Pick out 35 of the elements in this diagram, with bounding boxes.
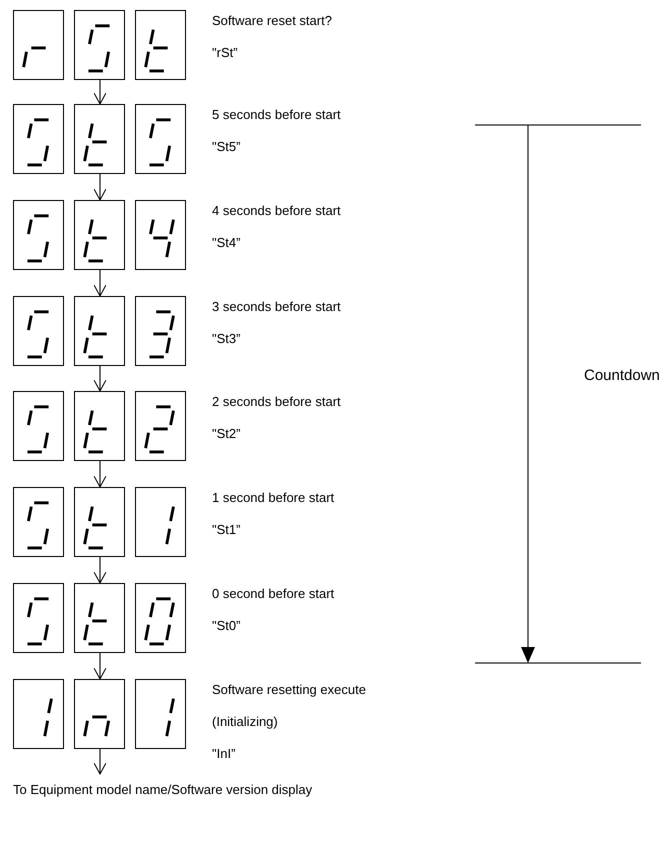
step-description: 4 seconds before start: [212, 203, 341, 218]
display-code: "St3”: [212, 331, 240, 346]
seven-segment-display: [13, 104, 187, 174]
step-description: 2 seconds before start: [212, 394, 341, 409]
arrow: [94, 460, 106, 488]
display-code: "St0”: [212, 618, 240, 633]
seven-segment-display: [13, 679, 187, 749]
step-description: 3 seconds before start: [212, 299, 341, 314]
seven-segment-display: [13, 296, 187, 366]
arrow: [94, 556, 106, 584]
step-description: (Initializing): [212, 714, 278, 729]
arrow: [94, 366, 106, 392]
step-description: 5 seconds before start: [212, 107, 341, 122]
destination-text: To Equipment model name/Software version display: [13, 781, 314, 799]
countdown-label: Countdown: [584, 367, 660, 385]
step-description: 0 second before start: [212, 586, 334, 601]
seven-segment-display: [13, 583, 187, 653]
seven-segment-display: [13, 10, 187, 80]
display-code: "St1”: [212, 522, 240, 537]
display-code: "InI”: [212, 746, 236, 761]
step-description: 1 second before start: [212, 490, 334, 505]
seven-segment-display: [13, 200, 187, 270]
arrow: [94, 174, 106, 200]
display-code: "rSt”: [212, 45, 238, 60]
step-description: Software resetting execute: [212, 682, 366, 697]
display-code: "St4”: [212, 235, 240, 250]
step-description: Software reset start?: [212, 13, 332, 28]
arrow: [94, 270, 106, 296]
display-code: "St2”: [212, 426, 240, 441]
arrow: [94, 652, 106, 680]
arrow: [94, 80, 106, 104]
seven-segment-display: [13, 487, 187, 557]
display-code: "St5”: [212, 139, 240, 154]
seven-segment-display: [13, 391, 187, 461]
arrow: [94, 748, 106, 774]
